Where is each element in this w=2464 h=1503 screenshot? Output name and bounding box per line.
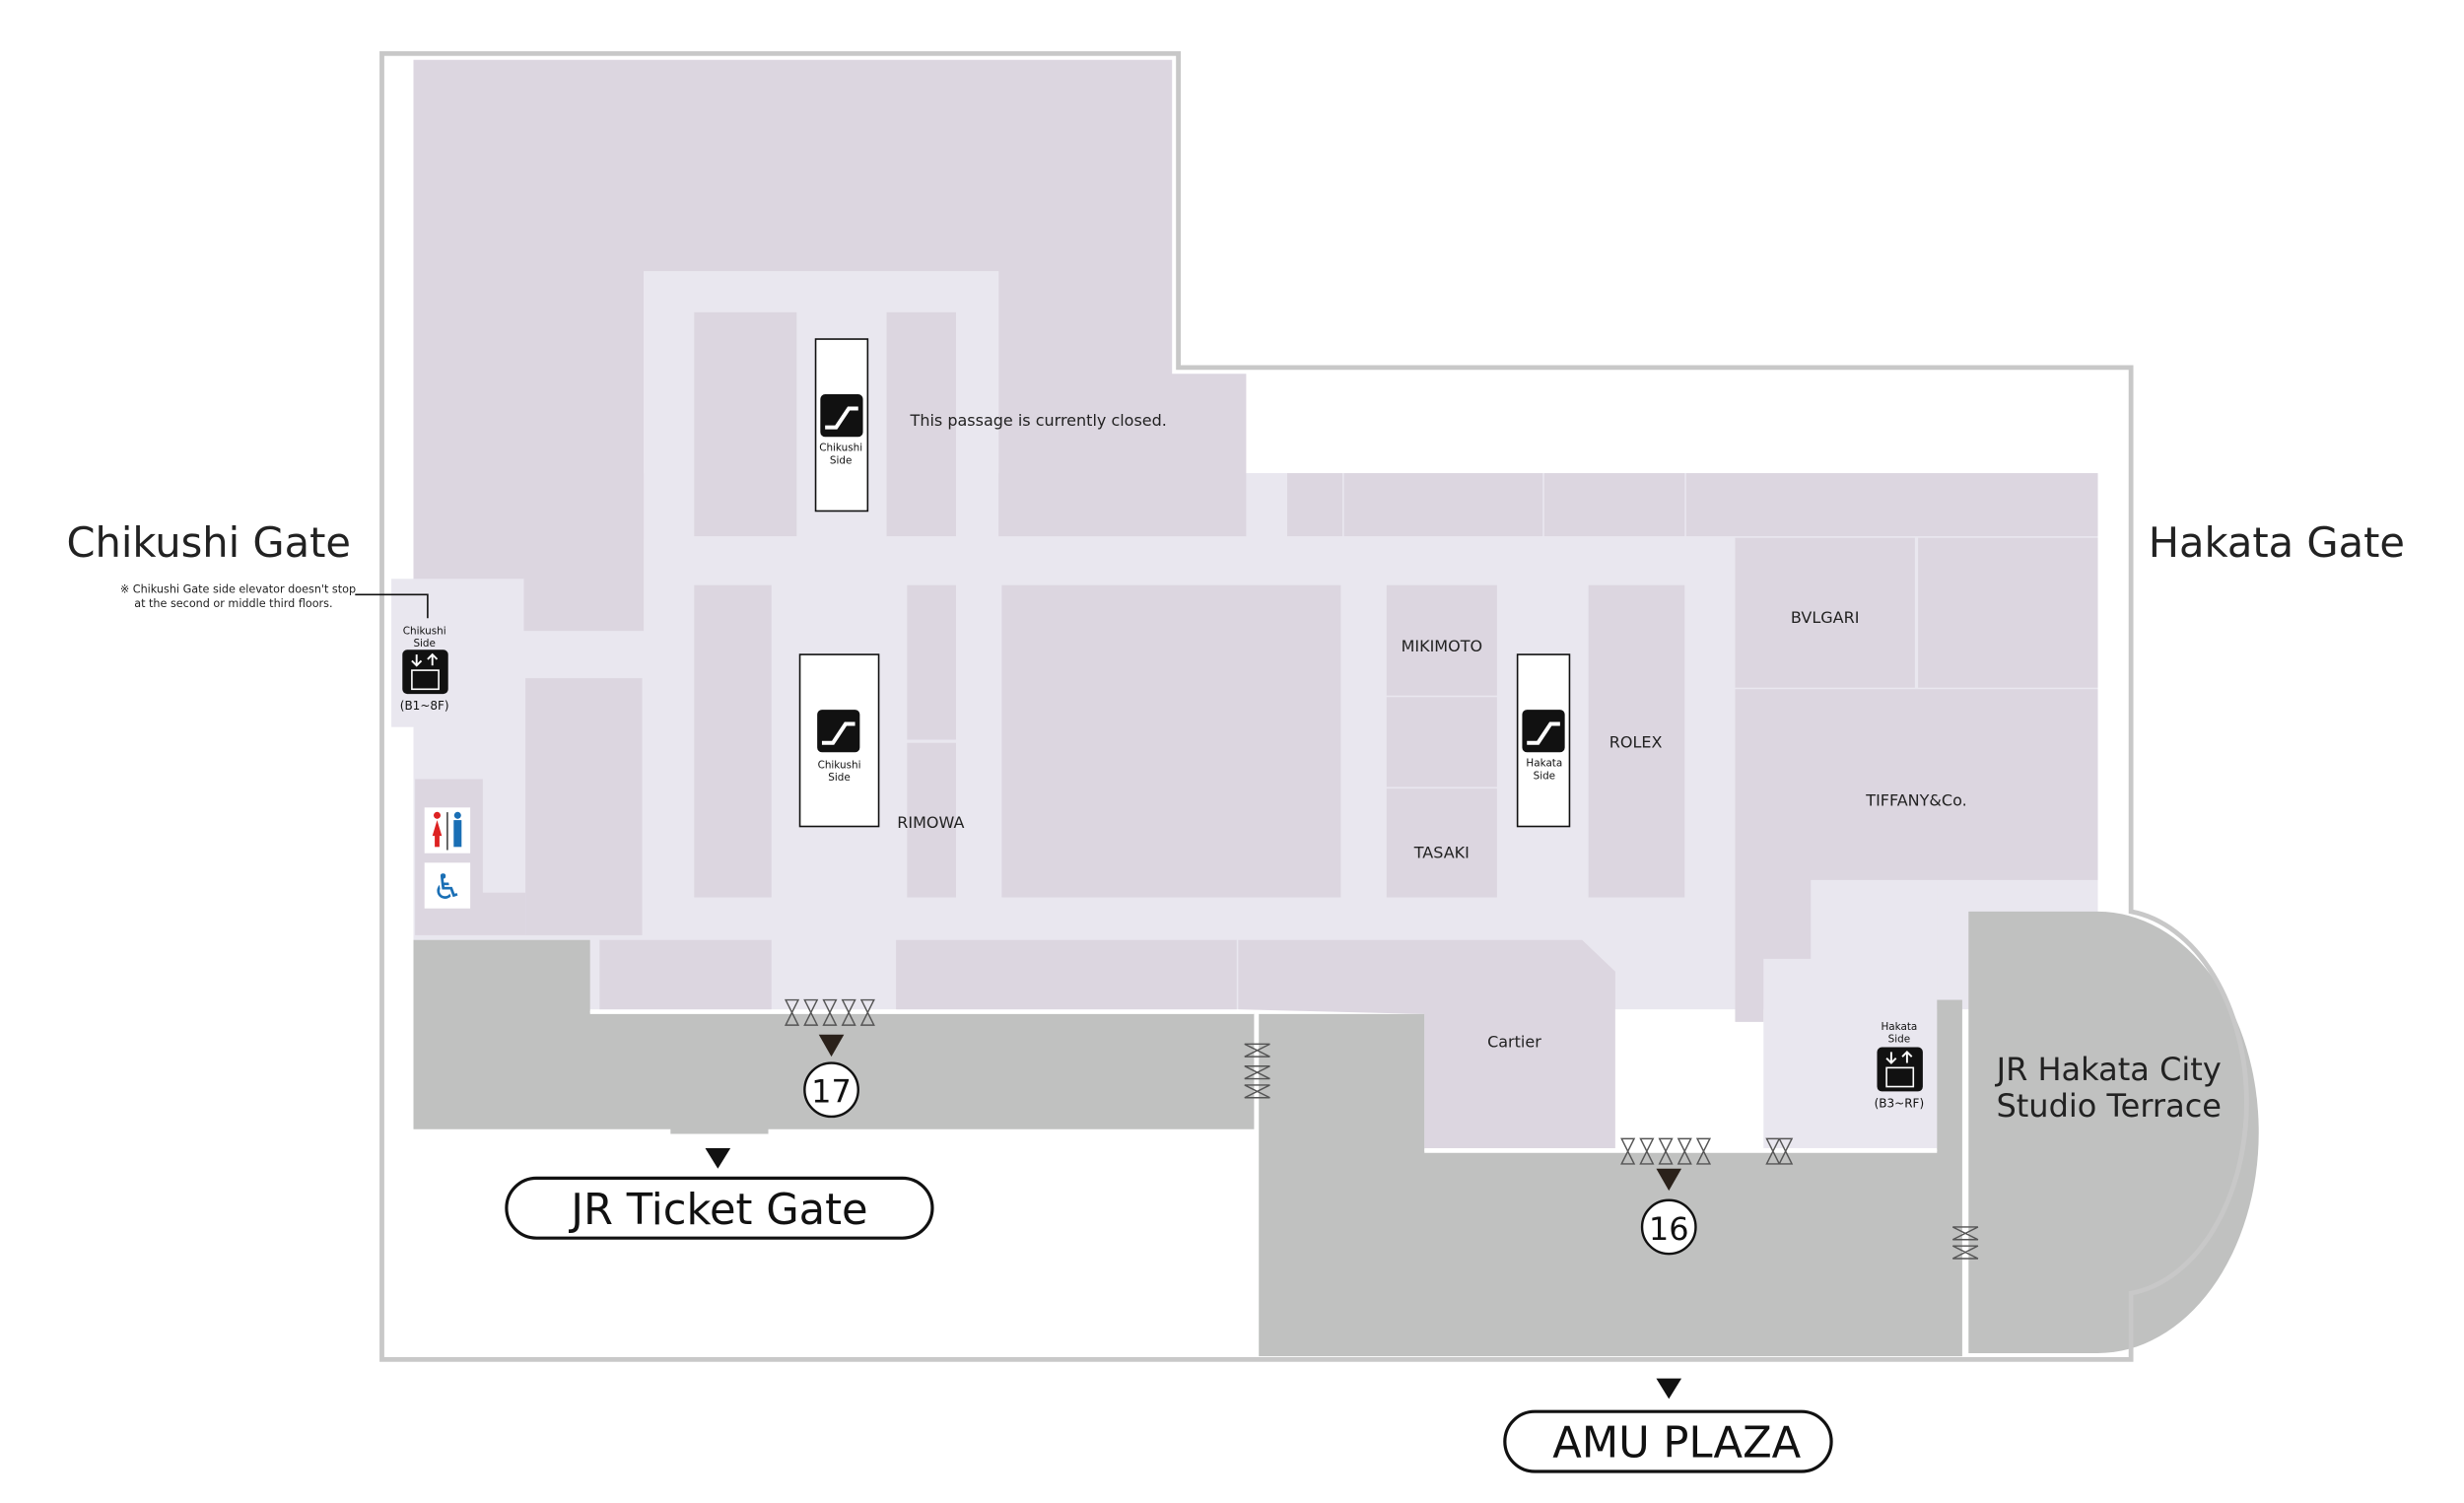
shop bbox=[1685, 473, 2098, 537]
arrow-down-icon bbox=[1656, 1378, 1682, 1400]
restroom-icon bbox=[424, 807, 471, 854]
elevator-chikushi[interactable]: Chikushi Side (B1~8F) bbox=[400, 625, 449, 713]
arrow-down-icon bbox=[1656, 1168, 1682, 1192]
shop-bvlgari[interactable] bbox=[1735, 537, 1915, 688]
svg-text:♿: ♿ bbox=[432, 867, 463, 908]
svg-text:Chikushi: Chikushi bbox=[818, 759, 861, 771]
hakata-gate-label: Hakata Gate bbox=[2149, 518, 2405, 567]
shop-mikimoto[interactable] bbox=[1386, 584, 1497, 696]
shop-tasaki[interactable] bbox=[1386, 788, 1497, 898]
shop bbox=[907, 584, 956, 740]
svg-text:JR Ticket Gate: JR Ticket Gate bbox=[568, 1186, 867, 1235]
svg-text:Side: Side bbox=[828, 772, 850, 784]
shop bbox=[525, 678, 643, 935]
shop-tiffany[interactable] bbox=[1735, 689, 2098, 1022]
terrace-label-line2: Studio Terrace bbox=[1996, 1087, 2222, 1125]
shop bbox=[1343, 473, 1543, 537]
label-bvlgari: BVLGARI bbox=[1791, 608, 1860, 627]
shop bbox=[1543, 473, 1685, 537]
note-leader-line bbox=[355, 593, 429, 619]
svg-text:16: 16 bbox=[1649, 1210, 1689, 1248]
svg-text:Side: Side bbox=[1534, 771, 1555, 783]
escalator-chikushi-center[interactable]: Chikushi Side bbox=[798, 653, 880, 828]
elevator-note: ※ Chikushi Gate side elevator doesn't st… bbox=[120, 583, 356, 596]
shop-rolex[interactable] bbox=[1588, 584, 1685, 898]
svg-text:Chikushi: Chikushi bbox=[819, 443, 862, 454]
svg-text:17: 17 bbox=[811, 1073, 852, 1111]
svg-text:Chikushi: Chikushi bbox=[403, 625, 446, 637]
exit-17[interactable]: 17 bbox=[803, 1061, 859, 1119]
chikushi-gate-label: Chikushi Gate bbox=[66, 518, 351, 567]
shop bbox=[694, 584, 772, 898]
escalator-hakata[interactable]: Hakata Side bbox=[1516, 653, 1571, 828]
shop bbox=[886, 311, 956, 537]
svg-text:Hakata: Hakata bbox=[1881, 1021, 1917, 1033]
shop bbox=[896, 939, 1237, 1010]
label-mikimoto: MIKIMOTO bbox=[1402, 637, 1483, 655]
shop bbox=[694, 311, 797, 537]
door-icons bbox=[784, 998, 1979, 1260]
shop bbox=[1386, 697, 1497, 787]
shop-cartier[interactable] bbox=[1238, 939, 1615, 1148]
label-tasaki: TASAKI bbox=[1413, 844, 1470, 862]
jr-ticket-gate-button[interactable]: JR Ticket Gate bbox=[505, 1176, 934, 1240]
label-cartier: Cartier bbox=[1487, 1033, 1541, 1052]
elevator-note-line2: at the second or middle third floors. bbox=[134, 597, 332, 610]
shop bbox=[1287, 473, 1343, 537]
passage-closed-notice: This passage is currently closed. bbox=[910, 411, 1167, 430]
elevator-hakata[interactable]: Hakata Side (B3~RF) bbox=[1875, 1021, 1925, 1110]
svg-text:(B1~8F): (B1~8F) bbox=[400, 699, 449, 713]
terrace-label: JR Hakata City bbox=[1995, 1051, 2222, 1088]
label-tiffany: TIFFANY&Co. bbox=[1865, 791, 1966, 810]
escalator-chikushi-north[interactable]: Chikushi Side bbox=[814, 338, 869, 512]
shop bbox=[1918, 537, 2098, 688]
label-rimowa: RIMOWA bbox=[897, 813, 964, 832]
label-rolex: ROLEX bbox=[1609, 732, 1663, 751]
svg-text:Side: Side bbox=[413, 638, 435, 649]
arrow-down-icon bbox=[818, 1034, 845, 1058]
exit-16[interactable]: 16 bbox=[1640, 1198, 1697, 1256]
svg-text:AMU PLAZA: AMU PLAZA bbox=[1552, 1419, 1801, 1469]
svg-text:Side: Side bbox=[830, 454, 852, 466]
arrow-down-icon bbox=[705, 1147, 731, 1169]
shop-rimowa[interactable] bbox=[907, 742, 956, 898]
shop-block-northwest bbox=[413, 59, 1247, 632]
studio-terrace-area bbox=[1968, 911, 2259, 1353]
svg-text:(B3~RF): (B3~RF) bbox=[1875, 1096, 1925, 1110]
wheelchair-icon: ♿ bbox=[424, 862, 471, 909]
elevator-icon bbox=[402, 649, 448, 695]
amu-plaza-button[interactable]: AMU PLAZA bbox=[1503, 1409, 1833, 1473]
svg-text:Hakata: Hakata bbox=[1526, 758, 1562, 770]
shop bbox=[1001, 584, 1341, 898]
svg-text:Side: Side bbox=[1888, 1034, 1910, 1046]
building-outline bbox=[379, 51, 2249, 1362]
shop bbox=[599, 939, 772, 1010]
concourse-east bbox=[1259, 999, 1962, 1357]
elevator-icon bbox=[1877, 1047, 1923, 1092]
